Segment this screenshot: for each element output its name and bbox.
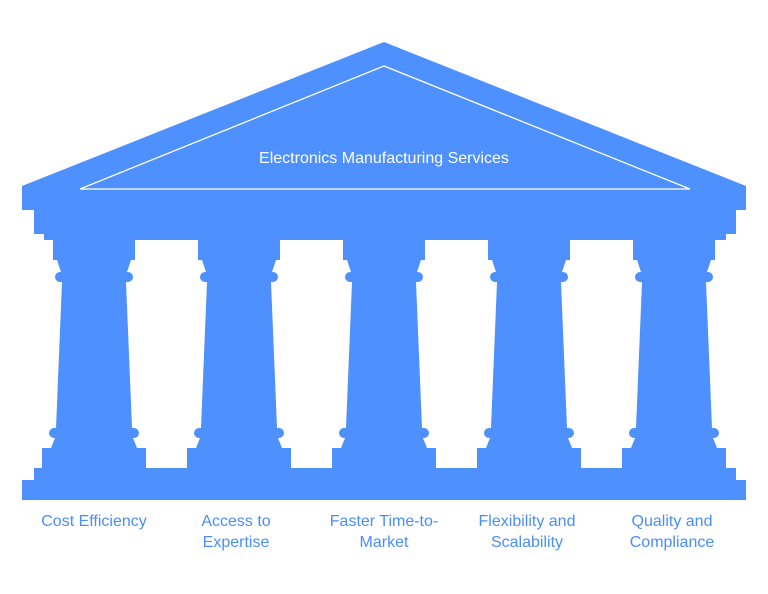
pillar-label-line1: Quality and [631, 513, 713, 530]
column-plinth [622, 448, 726, 468]
column-capital [633, 240, 715, 260]
column-top-ring [635, 272, 713, 282]
column-bottom-ring [484, 428, 574, 438]
column-capital-neck [347, 260, 421, 272]
column-base-neck [631, 438, 717, 448]
pillar-label-line2: Expertise [202, 534, 270, 551]
pillar-label-line2: Market [359, 534, 409, 551]
column-shaft [636, 282, 712, 428]
pillar-label-line2: Scalability [490, 534, 564, 551]
column-capital [343, 240, 425, 260]
column-capital-neck [202, 260, 276, 272]
pillar-label-line1: Cost Efficiency [41, 513, 147, 530]
column [477, 240, 581, 468]
column-plinth [477, 448, 581, 468]
column-plinth [332, 448, 436, 468]
column-plinth [42, 448, 146, 468]
column-base-neck [196, 438, 282, 448]
column-top-ring [200, 272, 278, 282]
base-step-bottom [22, 480, 746, 500]
entablature-underside [44, 234, 726, 240]
column-bottom-ring [629, 428, 719, 438]
pillar-label-faster-time-to-market: Faster Time-to- Market [309, 511, 459, 553]
column-bottom-ring [339, 428, 429, 438]
column-capital [53, 240, 135, 260]
pillar-label-line1: Access to [201, 513, 271, 530]
column [187, 240, 291, 468]
column-bottom-ring [194, 428, 284, 438]
column-shaft [56, 282, 132, 428]
column-shaft [201, 282, 277, 428]
column-capital-neck [57, 260, 131, 272]
pillar-label-line1: Flexibility and [478, 513, 576, 530]
column-shaft [346, 282, 422, 428]
column-top-ring [55, 272, 133, 282]
column-capital [488, 240, 570, 260]
column-top-ring [345, 272, 423, 282]
column-base-neck [486, 438, 572, 448]
pillar-label-line1: Faster Time-to- [329, 513, 439, 530]
column-top-ring [490, 272, 568, 282]
column [622, 240, 726, 468]
roof-inner-outline [79, 65, 691, 190]
column-base-neck [51, 438, 137, 448]
column-base-neck [341, 438, 427, 448]
column-capital-neck [492, 260, 566, 272]
column-bottom-ring [49, 428, 139, 438]
column [332, 240, 436, 468]
pillar-label-access-to-expertise: Access to Expertise [161, 511, 311, 553]
column-capital [198, 240, 280, 260]
column-plinth [187, 448, 291, 468]
column-capital-neck [637, 260, 711, 272]
base-step-top [34, 468, 736, 480]
entablature [34, 210, 736, 234]
pillar-label-flexibility-and-scalability: Flexibility and Scalability [452, 511, 602, 553]
columns-group [42, 240, 726, 468]
pillar-label-cost-efficiency: Cost Efficiency [19, 511, 169, 532]
column-shaft [491, 282, 567, 428]
pillar-label-line2: Compliance [629, 534, 715, 551]
pillar-label-quality-and-compliance: Quality and Compliance [597, 511, 747, 553]
roof-pediment [22, 42, 746, 210]
roof-title: Electronics Manufacturing Services [259, 150, 509, 167]
column [42, 240, 146, 468]
